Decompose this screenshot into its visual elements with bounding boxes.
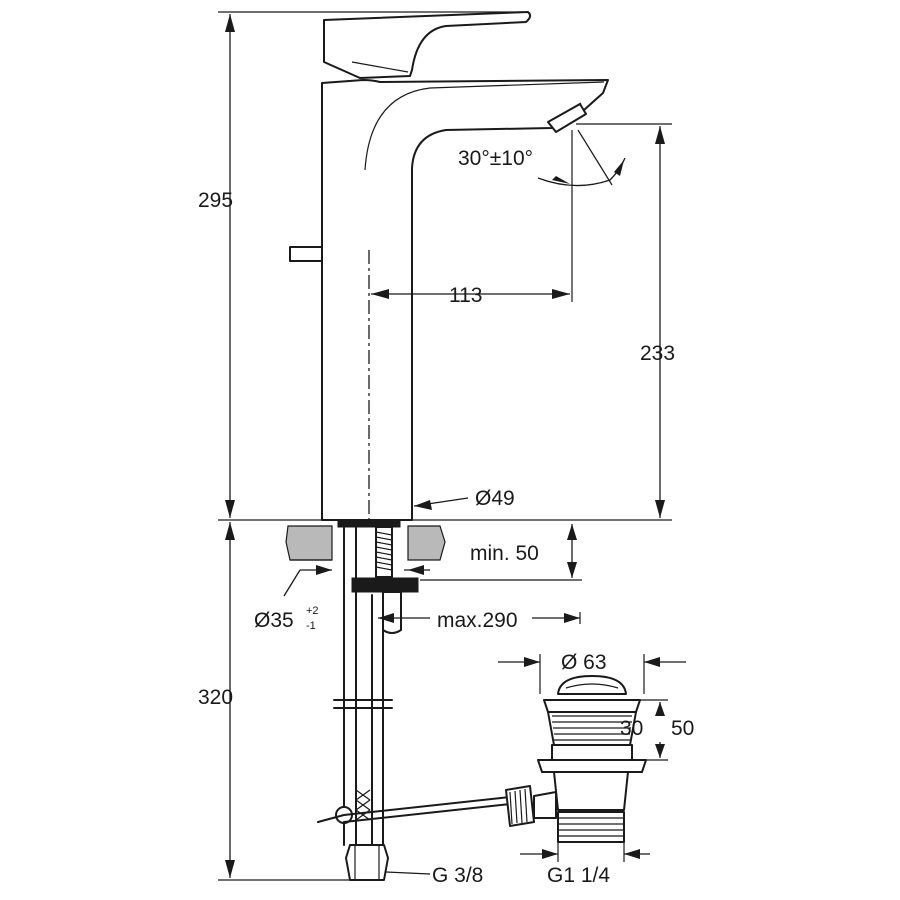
label-max-290: max.290 <box>437 609 518 632</box>
dim-320 <box>218 522 350 881</box>
dim-waste-diameter <box>498 654 686 694</box>
countertop <box>285 525 446 561</box>
dim-waste-adjust <box>630 699 668 761</box>
label-min-50: min. 50 <box>470 542 539 565</box>
dim-supply-thread <box>385 871 431 875</box>
label-320: 320 <box>198 686 233 709</box>
label-waste-thread: G1 1/4 <box>547 864 610 887</box>
label-295: 295 <box>198 189 233 212</box>
label-waste-min: 30 <box>620 717 643 740</box>
dim-min-50 <box>420 524 582 581</box>
label-hole-diameter: Ø35 <box>254 609 294 632</box>
label-supply-thread: G 3/8 <box>432 864 483 887</box>
dim-angle <box>537 129 626 187</box>
waste-outlet-thread <box>557 811 625 843</box>
popup-knob <box>289 246 323 262</box>
dim-body-diameter <box>413 497 469 510</box>
faucet-body <box>289 11 609 528</box>
label-waste-max: 50 <box>671 717 694 740</box>
under-counter-assembly <box>317 526 419 881</box>
label-angle: 30°±10° <box>458 147 533 170</box>
label-233: 233 <box>640 342 675 365</box>
base-ring <box>337 519 401 528</box>
supply-connector <box>345 844 389 881</box>
plug-cap <box>557 675 627 695</box>
lever-handle <box>323 11 532 79</box>
label-hole-tol-upper: +2 <box>306 605 319 617</box>
fixing-nut <box>351 577 419 593</box>
waste-assembly <box>343 675 647 843</box>
dim-max-290 <box>378 612 581 624</box>
dim-hole-diameter <box>283 565 430 597</box>
label-body-diameter: Ø49 <box>475 487 515 510</box>
label-hole-tol-lower: -1 <box>306 620 316 632</box>
label-waste-diameter: Ø 63 <box>561 651 607 674</box>
dim-233 <box>576 123 672 518</box>
dim-113 <box>371 130 573 302</box>
label-113: 113 <box>449 284 482 307</box>
dim-295 <box>218 11 672 521</box>
dim-waste-thread <box>520 842 650 862</box>
